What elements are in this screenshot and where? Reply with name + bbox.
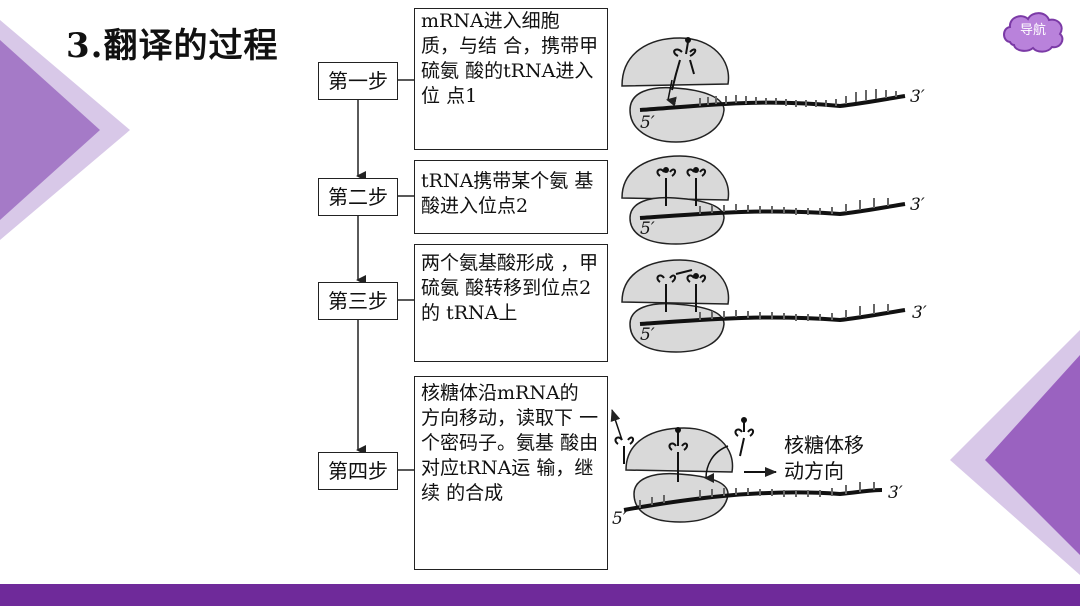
step-4-label: 第四步 [318,452,398,490]
ribosome-figure-1: 5′ 3′ [621,37,925,143]
cloud-icon [1003,12,1064,53]
nav-button[interactable]: 导航 [1000,8,1066,54]
five-prime-label: 5′ [640,219,655,239]
three-prime-label: 3′ [910,195,925,215]
direction-label-2: 动方向 [784,459,844,483]
nav-label: 导航 [1019,23,1046,38]
step-1-box: mRNA进入细胞 质，与结 合，携带甲硫氨 酸的tRNA进入位 点1 [414,8,608,150]
ribosome-figure-4: 5′ 3′ [610,409,903,529]
three-prime-label: 3′ [910,87,925,107]
step-2-box: tRNA携带某个氨 基酸进入位点2 [414,160,608,234]
three-prime-label: 3′ [888,483,903,503]
five-prime-label: 5′ [640,113,655,133]
five-prime-label: 5′ [640,325,655,345]
five-prime-label: 5′ [612,509,627,529]
left-decoration [0,20,130,240]
step-3-label: 第三步 [318,282,398,320]
step-4-box: 核糖体沿mRNA的 方向移动，读取下 一个密码子。氨基 酸由对应tRNA运 输，… [414,376,608,570]
ribosome-figure-2: 5′ 3′ [621,155,925,245]
step-2-label: 第二步 [318,178,398,216]
ribosome-figure-3: 5′ 3′ [621,259,927,353]
direction-label-1: 核糖体移 [784,433,864,457]
step-1-label: 第一步 [318,62,398,100]
bottom-bar [0,584,1080,606]
step-3-box: 两个氨基酸形成 ，甲硫氨 酸转移到位点2的 tRNA上 [414,244,608,362]
page-title: 3.翻译的过程 [66,26,279,66]
three-prime-label: 3′ [912,303,927,323]
